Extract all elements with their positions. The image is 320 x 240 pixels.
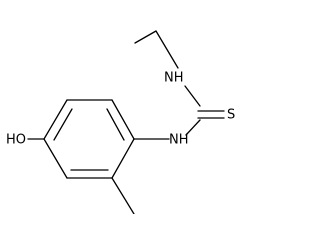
bond-ethyl-methylene [155, 30, 179, 69]
ring-bond-6 [111, 138, 135, 179]
atom-nh-aryl: NH [169, 133, 189, 148]
ring-bond-1 [111, 99, 135, 140]
atom-sulfur: S [227, 108, 235, 123]
bond-ethyl-terminal [134, 30, 157, 44]
atom-hydroxyl: HO [6, 133, 26, 148]
bond-nh-thiourea-carbon [184, 85, 201, 107]
bond-methyl [111, 177, 135, 214]
ring-inner-double-1 [106, 108, 125, 141]
molecule-structure-diagram: NH S NH HO [6, 30, 235, 214]
ring-bond-4 [43, 138, 68, 179]
ring-bond-3 [43, 99, 68, 140]
atom-nh-ethyl: NH [164, 71, 184, 86]
bond-thiourea-carbon-nh [185, 119, 201, 136]
ring-inner-double-2 [53, 108, 73, 141]
